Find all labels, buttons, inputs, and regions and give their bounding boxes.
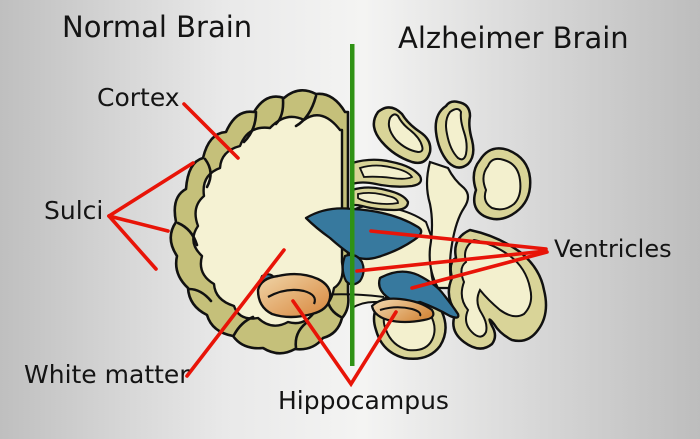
cortex-label: Cortex <box>97 83 180 112</box>
normal-hippocampus-curl <box>267 288 316 305</box>
normal-brain-title: Normal Brain <box>62 10 253 44</box>
alz-hippocampus-shape <box>370 297 435 324</box>
alz-finger-a-core <box>358 164 414 180</box>
alzheimer-brain <box>350 100 548 360</box>
ventricles-line-3 <box>410 250 549 290</box>
hippocampus-lines <box>291 299 398 388</box>
alz-lobe-upper-right-core <box>482 157 522 211</box>
alz-hippocampus-curl <box>379 306 422 317</box>
cortex-line <box>182 102 240 160</box>
ventricles-line-1 <box>369 229 548 251</box>
alz-finger-b-core <box>357 191 399 205</box>
ventricles-label: Ventricles <box>554 235 672 263</box>
alzheimer-brain-title: Alzheimer Brain <box>398 21 629 55</box>
sulci-label: Sulci <box>44 196 104 225</box>
alz-lobe-topleft-core <box>387 113 424 154</box>
white-matter-line <box>185 248 286 378</box>
hippocampus-group <box>256 272 435 324</box>
normal-brain-sulci-creases <box>176 94 343 350</box>
midline-divider <box>350 44 355 366</box>
ventricles-line-2 <box>355 249 548 273</box>
alz-lobe-bottom-right-core <box>460 238 533 338</box>
sulci-line-2 <box>107 214 170 233</box>
hippocampus-label: Hippocampus <box>278 386 449 415</box>
white-matter-label: White matter <box>24 360 190 389</box>
annotation-lines <box>107 102 549 388</box>
sulci-line-1 <box>107 161 195 218</box>
normal-hippocampus-shape <box>256 272 332 319</box>
alz-lobe-top-core <box>445 108 468 161</box>
sulci-line-3 <box>107 214 158 271</box>
lateral-ventricle-shape <box>304 207 423 261</box>
